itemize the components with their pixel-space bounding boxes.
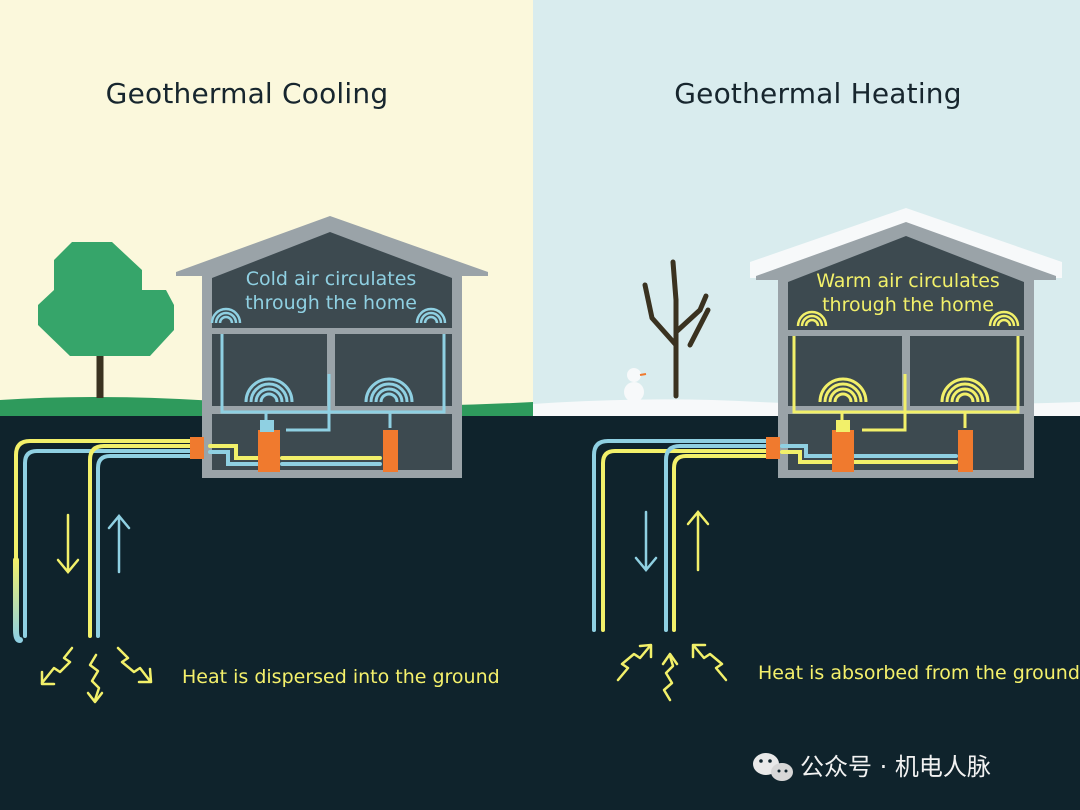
- watermark: 公众号 · 机电人脉: [753, 753, 991, 781]
- room-air-waves-right: [364, 377, 414, 403]
- snowman-icon: [624, 368, 647, 402]
- heating-flow-arrows: [634, 510, 710, 572]
- ground-connector: [190, 437, 204, 459]
- heat-in-arrows: [616, 643, 728, 702]
- heat-pump-top: [260, 420, 274, 432]
- attic-air-waves-left: [210, 307, 242, 324]
- room-air-waves-left: [244, 377, 294, 403]
- cooling-caption: Heat is dispersed into the ground: [182, 666, 500, 688]
- cooling-air-line1: Cold air circulates: [246, 268, 417, 290]
- attic-air-waves-right: [988, 310, 1020, 327]
- ground-connector: [766, 437, 780, 459]
- room-air-waves-left: [818, 377, 868, 403]
- heating-caption: Heat is absorbed from the ground: [758, 662, 1080, 684]
- heat-pump-unit: [832, 430, 854, 472]
- attic-air-waves-left: [796, 310, 828, 327]
- air-handler-unit: [383, 430, 398, 472]
- heat-pump-unit: [258, 430, 280, 472]
- attic-air-waves-right: [415, 307, 447, 324]
- basement: [212, 414, 452, 470]
- cooling-flow-arrows: [56, 513, 131, 574]
- heating-air-line1: Warm air circulates: [816, 270, 1000, 292]
- tree-icon: [38, 242, 174, 398]
- heating-air-line2: through the home: [822, 294, 994, 316]
- heat-out-arrows: [40, 646, 153, 704]
- air-handler-unit: [958, 430, 973, 472]
- cooling-title: Geothermal Cooling: [106, 77, 389, 110]
- heating-title: Geothermal Heating: [674, 77, 961, 110]
- cooling-air-line2: through the home: [245, 292, 417, 314]
- heating-house: [750, 208, 1062, 478]
- watermark-text: 公众号 · 机电人脉: [800, 753, 991, 781]
- attic: [788, 236, 1024, 330]
- room-air-waves-right: [940, 377, 990, 403]
- wechat-icon: [753, 753, 793, 781]
- cooling-ground-loop: [13, 439, 382, 643]
- heating-ground-loop: [592, 439, 958, 633]
- bare-tree-icon: [642, 259, 711, 399]
- attic: [212, 232, 452, 328]
- heat-pump-top: [836, 420, 850, 432]
